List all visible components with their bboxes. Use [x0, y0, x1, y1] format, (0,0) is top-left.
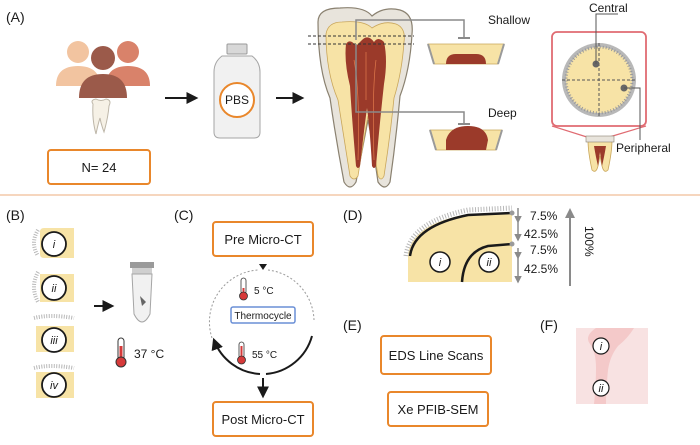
people-icon	[56, 41, 150, 98]
thermocycle-text: Thermocycle	[234, 311, 292, 322]
panel-d-label: (D)	[343, 207, 362, 223]
panel-f-label: (F)	[540, 317, 558, 333]
tissue-i-label: i	[600, 341, 603, 353]
specimen-i-label: i	[53, 239, 56, 251]
post-micro-ct-text: Post Micro-CT	[221, 412, 304, 427]
eds-text: EDS Line Scans	[389, 348, 484, 363]
pbs-bottle-icon	[213, 43, 261, 139]
incubation-temp: 37 °C	[134, 347, 164, 361]
down-arrow-icon	[259, 264, 267, 270]
large-tooth-cross-section	[308, 7, 414, 188]
thermometer-icon	[239, 277, 248, 301]
specimen-ii	[32, 271, 74, 303]
pct-shallow: 42.5%	[524, 227, 558, 241]
tooth-icon	[91, 98, 111, 135]
thermocycle-box	[230, 306, 296, 324]
specimen-iv	[33, 364, 75, 398]
specimen-ii-label: ii	[52, 283, 57, 295]
specimen-iii	[33, 314, 75, 353]
specimen-iv-label: iv	[50, 380, 59, 392]
cold-temp: 5 °C	[254, 286, 274, 297]
panel-b-label: (B)	[6, 207, 25, 223]
vial-icon	[130, 262, 154, 323]
tissue-ii-label: ii	[599, 383, 604, 395]
thermocycle-loop	[208, 269, 315, 375]
shallow-section-slice	[427, 43, 505, 65]
pbs-label: PBS	[225, 93, 249, 107]
tissue-diagram	[576, 328, 648, 404]
small-tooth-icon	[585, 135, 615, 172]
panel-a-label: (A)	[6, 9, 25, 25]
depth-arrows	[514, 208, 575, 286]
region-ii-label: ii	[487, 257, 492, 269]
deep-label: Deep	[488, 106, 517, 120]
hot-temp: 55 °C	[252, 350, 277, 361]
thermometer-icon	[237, 341, 246, 365]
pre-micro-ct-box	[212, 221, 314, 257]
depth-diagram	[403, 205, 515, 283]
deep-section-slice	[429, 126, 503, 151]
eds-box	[380, 335, 492, 375]
n-count-box	[47, 149, 151, 185]
section-disc	[562, 43, 636, 117]
thermometer-icon	[115, 337, 127, 368]
panel-c-label: (C)	[174, 207, 193, 223]
pct-deep: 42.5%	[524, 262, 558, 276]
pct-inner: 7.5%	[530, 243, 558, 257]
pre-micro-ct-text: Pre Micro-CT	[224, 232, 301, 247]
region-highlight-box	[551, 31, 647, 127]
shallow-leader-line	[355, 19, 465, 40]
peripheral-label: Peripheral	[616, 141, 671, 155]
specimen-i	[32, 228, 74, 258]
panel-e-label: (E)	[343, 317, 362, 333]
region-i-label: i	[439, 257, 442, 269]
n-count-text: N= 24	[81, 160, 116, 175]
pct-outer: 7.5%	[530, 209, 558, 223]
post-micro-ct-box	[212, 401, 314, 437]
pfib-box	[387, 391, 489, 427]
pct-total: 100%	[582, 226, 596, 257]
pfib-text: Xe PFIB-SEM	[398, 402, 479, 417]
deep-leader-line	[355, 44, 465, 124]
specimen-iii-label: iii	[50, 335, 58, 347]
central-label: Central	[589, 1, 628, 15]
shallow-label: Shallow	[488, 13, 530, 27]
